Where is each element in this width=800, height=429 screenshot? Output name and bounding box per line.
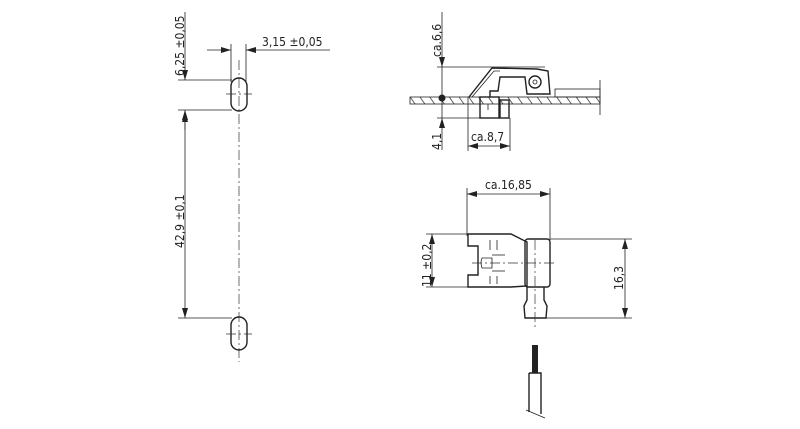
dim-slot-spacing: 42,9 ±0,1: [173, 194, 187, 248]
connector-body: [467, 233, 528, 288]
left-view-slot-layout: 6,25 ±0,05 42,9 ±0,1 3,15 ±0,05: [173, 12, 330, 362]
top-slot: [230, 77, 248, 112]
wire-insulation: [528, 372, 542, 414]
dim-width-11: 11 ±0,2: [420, 244, 434, 287]
contact-pin: [479, 96, 500, 119]
connector-housing: [468, 67, 551, 98]
side-view-connector: ca.6,6 4,1 ca.8,7: [409, 12, 601, 151]
dim-slot-width: 3,15 ±0,05: [262, 35, 323, 49]
dim-total-height: 16,3: [612, 266, 626, 290]
wire-conductor: [532, 345, 538, 373]
dim-length: ca.16,85: [485, 178, 532, 192]
dim-height-above: ca.6,6: [430, 24, 444, 57]
dim-slot-offset: 6,25 ±0,05: [173, 15, 187, 76]
bottom-slot: [230, 316, 248, 351]
dim-height-below: 4,1: [430, 133, 444, 150]
connector-tab: [523, 287, 548, 319]
top-view-connector: ca.16,85 11 ±0,2 16,3: [420, 178, 632, 419]
dim-width: ca.8,7: [471, 130, 504, 144]
